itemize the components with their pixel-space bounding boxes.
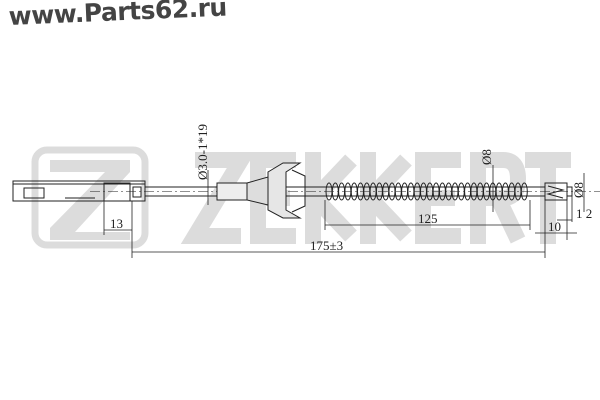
end-fitting bbox=[544, 182, 573, 201]
spring bbox=[325, 182, 528, 201]
spring-coil bbox=[520, 182, 528, 201]
dimension-lines bbox=[103, 165, 585, 258]
spring-length-label: 125 bbox=[418, 211, 438, 226]
end-length-label: 10 bbox=[548, 219, 561, 234]
connector-length-label: 13 bbox=[110, 216, 123, 231]
grommet bbox=[216, 162, 306, 219]
connector bbox=[12, 180, 146, 202]
end-diameter-label: Ø8 bbox=[571, 182, 586, 198]
end-offset-label: 1 2 bbox=[576, 206, 592, 221]
total-length-label: 175±3 bbox=[310, 238, 343, 253]
wire-diameter-label: Ø3.0-1*19 bbox=[195, 124, 210, 180]
spring-diameter-label: Ø8 bbox=[479, 149, 494, 165]
